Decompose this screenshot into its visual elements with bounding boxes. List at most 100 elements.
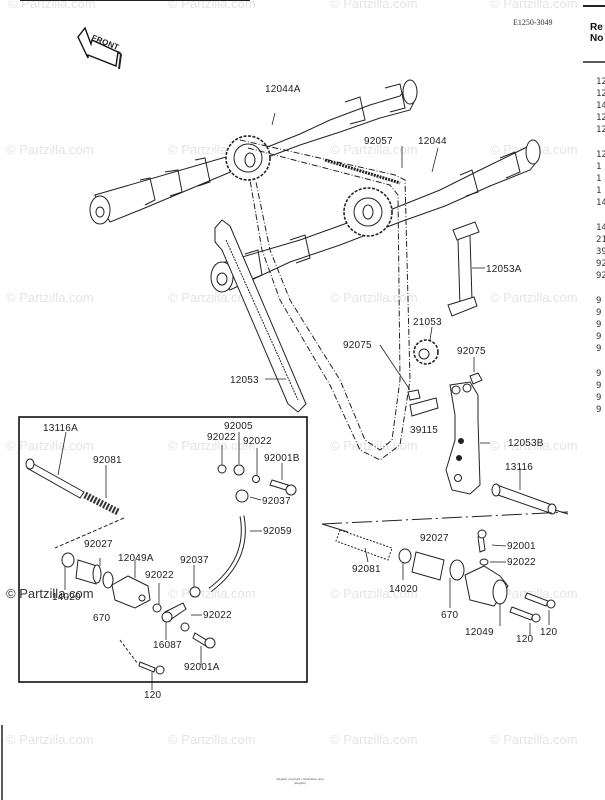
chain-guide-12053 <box>214 219 307 413</box>
nut-14020a <box>61 552 75 568</box>
reference-item[interactable]: 1 <box>596 174 602 184</box>
reference-item[interactable]: 9 <box>596 332 602 342</box>
callout-92022[interactable]: 92022 <box>507 557 536 568</box>
callout-14020[interactable]: 14020 <box>389 584 418 595</box>
bolt-92001b <box>269 479 289 491</box>
callout-12049[interactable]: 12049 <box>465 627 494 638</box>
callout-92057[interactable]: 92057 <box>364 136 393 147</box>
callout-670[interactable]: 670 <box>93 613 111 624</box>
reference-item[interactable]: 12 <box>596 125 605 135</box>
idler-sprocket-21053 <box>413 339 439 365</box>
rubber-92075b <box>469 372 483 385</box>
reference-item[interactable]: 9 <box>596 344 602 354</box>
o-ring-670b <box>449 559 465 581</box>
section-boundary <box>321 511 569 525</box>
callout-16087[interactable]: 16087 <box>153 640 182 651</box>
washer-92022a <box>217 464 227 474</box>
callout-92075[interactable]: 92075 <box>457 346 486 357</box>
callout-92001B[interactable]: 92001B <box>264 453 300 464</box>
assembly-guide-line <box>54 517 125 549</box>
callout-120[interactable]: 120 <box>144 690 162 701</box>
callout-13116[interactable]: 13116 <box>505 462 534 473</box>
callout-12053B[interactable]: 12053B <box>508 438 544 449</box>
callout-12044A[interactable]: 12044A <box>265 84 301 95</box>
sub-assembly-frame <box>18 416 308 683</box>
reference-item[interactable]: 14 <box>596 198 605 208</box>
callout-39115[interactable]: 39115 <box>410 425 439 436</box>
reference-header-line2: No <box>590 33 604 44</box>
banjo-92005 <box>233 464 245 476</box>
o-ring-670a <box>102 571 114 589</box>
bolt-120c <box>524 592 549 607</box>
callout-120[interactable]: 120 <box>540 627 558 638</box>
reference-item[interactable]: 39 <box>596 247 605 257</box>
cam-chain-92057 <box>239 139 411 461</box>
reference-item[interactable]: 9 <box>596 320 602 330</box>
washer-92022d <box>180 622 190 632</box>
callout-92037[interactable]: 92037 <box>180 555 209 566</box>
callout-92037[interactable]: 92037 <box>262 496 291 507</box>
reference-header-line1: Re <box>590 22 603 33</box>
reference-item[interactable]: 9 <box>596 393 602 403</box>
reference-item[interactable]: 9 <box>596 369 602 379</box>
footer-copyright: (illegible copyright / publication text)… <box>200 777 400 785</box>
spring-92081b <box>335 529 393 561</box>
tensioner-body-12049a <box>111 575 151 609</box>
callout-92022[interactable]: 92022 <box>203 610 232 621</box>
reference-item[interactable]: 12 <box>596 89 605 99</box>
callout-92027[interactable]: 92027 <box>420 533 449 544</box>
reference-item[interactable]: 12 <box>596 150 605 160</box>
reference-item[interactable]: 14 <box>596 223 605 233</box>
callout-92005[interactable]: 92005 <box>224 421 253 432</box>
bolt-120a <box>138 661 156 673</box>
washer-92022e <box>479 558 489 566</box>
callout-92022[interactable]: 92022 <box>145 570 174 581</box>
callout-92022[interactable]: 92022 <box>207 432 236 443</box>
callout-92075[interactable]: 92075 <box>343 340 372 351</box>
reference-no-header: Re No <box>590 22 603 44</box>
callout-13116A[interactable]: 13116A <box>43 423 78 434</box>
callout-92059[interactable]: 92059 <box>263 526 292 537</box>
callout-21053[interactable]: 21053 <box>413 317 442 328</box>
callout-92022[interactable]: 92022 <box>243 436 272 447</box>
reference-item[interactable]: 21 <box>596 235 605 245</box>
callout-92001A[interactable]: 92001A <box>184 662 220 673</box>
callout-12044[interactable]: 12044 <box>418 136 447 147</box>
callout-92081[interactable]: 92081 <box>93 455 122 466</box>
sleeve-92027b <box>411 551 445 581</box>
callout-92027[interactable]: 92027 <box>84 539 113 550</box>
callout-12049A[interactable]: 12049A <box>118 553 154 564</box>
tensioner-body-12049 <box>464 565 509 607</box>
reference-item[interactable]: 14 <box>596 101 605 111</box>
reference-item[interactable]: 9 <box>596 296 602 306</box>
chain-guide-12053a <box>447 221 480 317</box>
callout-12053A[interactable]: 12053A <box>486 264 522 275</box>
callout-92001[interactable]: 92001 <box>507 541 536 552</box>
reference-item[interactable]: 12 <box>596 77 605 87</box>
callout-120[interactable]: 120 <box>516 634 534 645</box>
washer-92022b <box>252 475 260 483</box>
reference-item[interactable]: 12 <box>596 113 605 123</box>
footer-line: (illegible copyright / publication text) <box>276 777 324 781</box>
reference-item[interactable]: 9 <box>596 405 602 415</box>
callout-670[interactable]: 670 <box>441 610 459 621</box>
clamp-92037b <box>189 586 201 598</box>
reference-item[interactable]: 92 <box>596 271 605 281</box>
reference-item[interactable]: 9 <box>596 308 602 318</box>
leader-lines <box>57 112 550 690</box>
pin-39115 <box>409 397 439 417</box>
reference-item[interactable]: 1 <box>596 162 602 172</box>
callout-92081[interactable]: 92081 <box>352 564 381 575</box>
rubber-92075a <box>407 389 421 401</box>
shaft-13116 <box>491 483 569 515</box>
callout-12053[interactable]: 12053 <box>230 375 259 386</box>
callout-14020[interactable]: 14020 <box>52 592 81 603</box>
spring-92081a <box>83 491 120 516</box>
diagram-code: E1250-3049 <box>513 18 553 27</box>
nut-14020b <box>398 548 412 564</box>
washer-92022c <box>152 603 162 613</box>
reference-item[interactable]: 92 <box>596 259 605 269</box>
reference-item[interactable]: 9 <box>596 381 602 391</box>
reference-item[interactable]: 1 <box>596 186 602 196</box>
